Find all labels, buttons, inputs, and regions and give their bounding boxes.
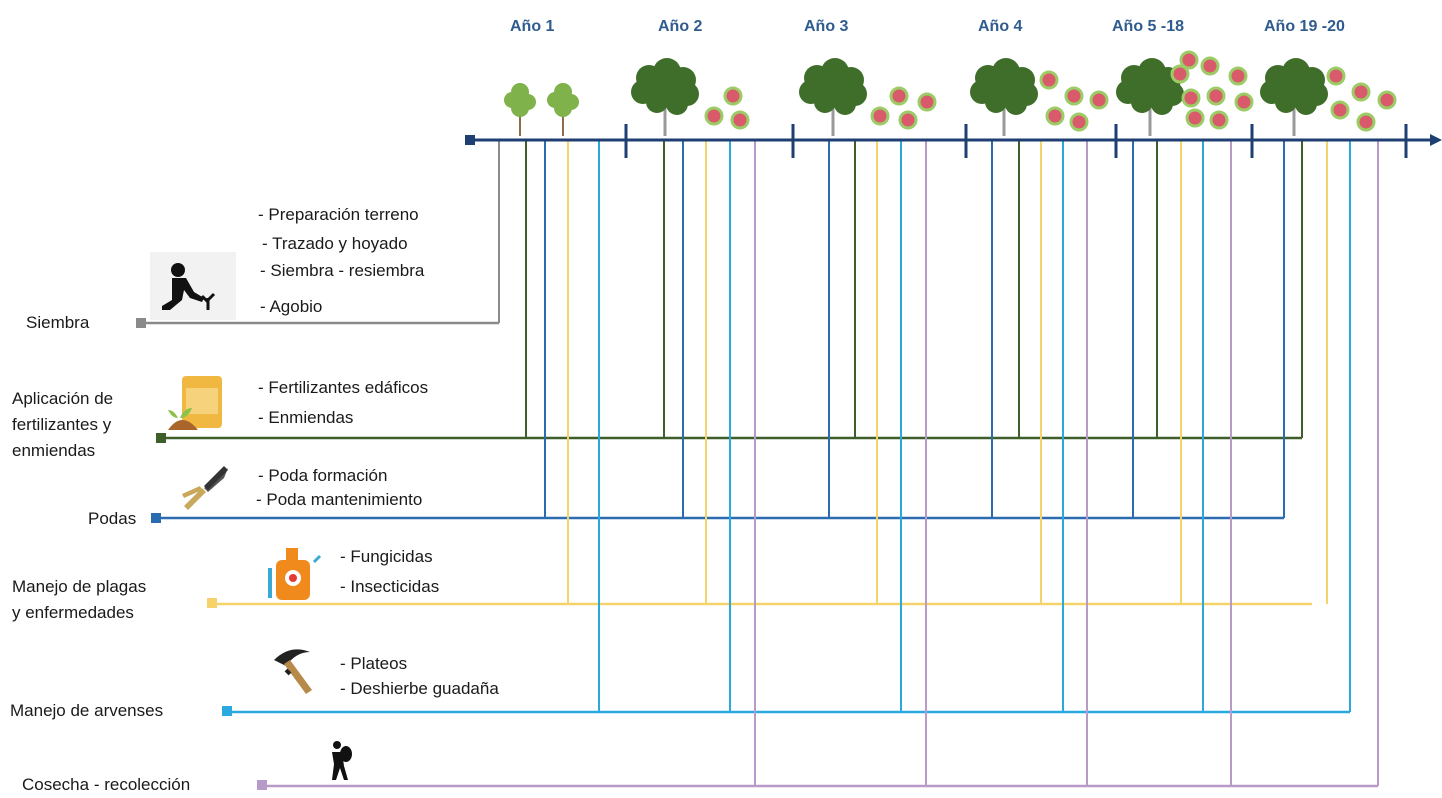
row-marker-podas	[151, 513, 161, 523]
category-label-cosecha: Cosecha - recolección	[22, 775, 191, 794]
small-tree-leaf-2-3	[554, 99, 572, 117]
fruit-24	[1351, 82, 1371, 102]
sprayer-icon	[268, 548, 322, 600]
year-label-5-18: Año 5 -18	[1112, 18, 1185, 35]
fruit-6	[898, 110, 918, 130]
time-axis-start-marker	[465, 135, 475, 145]
item-plateos: - Plateos	[340, 654, 408, 673]
fruit-7	[917, 92, 937, 112]
item-poda-mantenimiento: - Poda mantenimiento	[256, 490, 423, 509]
big-tree-leaf-5-6	[1275, 91, 1297, 113]
fruit-11	[1069, 112, 1089, 132]
year-label-2: Año 2	[658, 18, 703, 35]
fruit-3	[730, 110, 750, 130]
big-tree-leaf-4-7	[1151, 93, 1173, 115]
item-poda-formacion: - Poda formación	[258, 466, 388, 485]
row-marker-plagas	[207, 598, 217, 608]
time-axis-arrow	[1430, 134, 1442, 146]
year-label-3: Año 3	[804, 18, 849, 35]
row-marker-fertilizacion	[156, 433, 166, 443]
item-preparacion-terreno: - Preparación terreno	[258, 205, 419, 224]
fruit-15	[1181, 88, 1201, 108]
category-label-siembra: Siembra	[26, 313, 90, 332]
fruit-18	[1206, 86, 1226, 106]
item-fungicidas: - Fungicidas	[340, 547, 433, 566]
fruit-5	[889, 86, 909, 106]
item-siembra-resiembra: - Siembra - resiembra	[260, 261, 425, 280]
category-label-plagas-2: y enfermedades	[12, 603, 134, 622]
big-tree-leaf-3-6	[985, 91, 1007, 113]
big-tree-leaf-2-6	[814, 91, 836, 113]
big-tree-leaf-5-7	[1295, 93, 1317, 115]
year-label-4: Año 4	[978, 18, 1023, 35]
item-deshierbe-guadana: - Deshierbe guadaña	[340, 679, 499, 698]
year-label-1: Año 1	[510, 18, 555, 35]
fruit-23	[1330, 100, 1350, 120]
fruit-8	[1039, 70, 1059, 90]
big-tree-leaf-3-7	[1005, 93, 1027, 115]
fruit-16	[1185, 108, 1205, 128]
category-label-fertilizacion-1: Aplicación de	[12, 389, 114, 408]
fruit-25	[1356, 112, 1376, 132]
fruit-22	[1326, 66, 1346, 86]
category-label-fertilizacion-3: enmiendas	[12, 441, 96, 460]
category-label-arvenses: Manejo de arvenses	[10, 701, 164, 720]
big-tree-leaf-1-7	[666, 93, 688, 115]
fruit-12	[1089, 90, 1109, 110]
fruit-4	[870, 106, 890, 126]
big-tree-leaf-2-7	[834, 93, 856, 115]
harvester-icon	[332, 741, 352, 780]
fruit-1	[704, 106, 724, 126]
fruit-26	[1377, 90, 1397, 110]
small-tree-leaf-1-3	[511, 99, 529, 117]
fruit-17	[1200, 56, 1220, 76]
big-tree-leaf-4-6	[1131, 91, 1153, 113]
item-fertilizantes-edaficos: - Fertilizantes edáficos	[258, 378, 429, 397]
item-insecticidas: - Insecticidas	[340, 577, 440, 596]
item-enmiendas: - Enmiendas	[258, 408, 354, 427]
fertilizer-bag-icon	[168, 376, 222, 430]
fruit-21	[1234, 92, 1254, 112]
year-label-19-20: Año 19 -20	[1264, 18, 1345, 35]
fruit-14	[1179, 50, 1199, 70]
fruit-13	[1170, 64, 1190, 84]
fruit-9	[1045, 106, 1065, 126]
item-trazado-hoyado: - Trazado y hoyado	[262, 234, 408, 253]
category-label-podas: Podas	[88, 509, 137, 528]
category-label-plagas-1: Manejo de plagas	[12, 577, 147, 596]
item-agobio: - Agobio	[260, 297, 323, 316]
category-label-fertilizacion-2: fertilizantes y	[12, 415, 112, 434]
fruit-2	[723, 86, 743, 106]
row-marker-siembra	[136, 318, 146, 328]
fruit-19	[1209, 110, 1229, 130]
fruit-10	[1064, 86, 1084, 106]
fruit-20	[1228, 66, 1248, 86]
row-marker-arvenses	[222, 706, 232, 716]
big-tree-leaf-1-6	[646, 91, 668, 113]
person-planting-icon	[150, 252, 236, 320]
pruning-shears-icon	[182, 466, 228, 510]
pickaxe-icon	[274, 649, 312, 694]
row-marker-cosecha	[257, 780, 267, 790]
